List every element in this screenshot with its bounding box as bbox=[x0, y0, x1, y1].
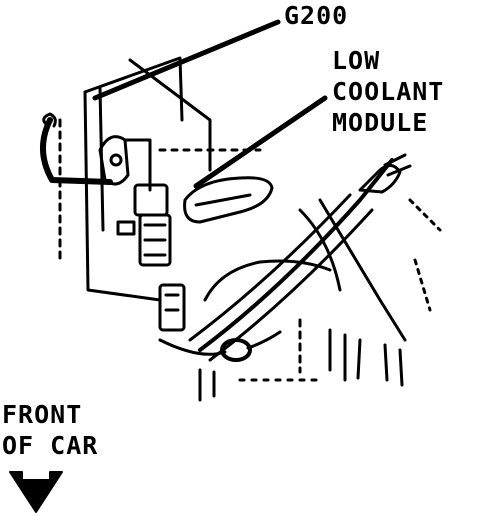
module-label-line-3: MODULE bbox=[332, 108, 429, 137]
front-label-line-1: FRONT bbox=[2, 400, 83, 429]
g200-leader-line bbox=[92, 19, 281, 101]
front-label-line-2: OF CAR bbox=[2, 431, 99, 460]
low-coolant-module bbox=[183, 176, 274, 224]
lower-brackets bbox=[198, 198, 442, 402]
front-of-car-label: FRONT OF CAR bbox=[2, 399, 98, 461]
module-label-line-1: LOW bbox=[332, 46, 381, 75]
module-label-line-2: COOLANT bbox=[332, 77, 445, 106]
g200-label: G200 bbox=[284, 0, 348, 31]
g200-ground-bracket bbox=[98, 135, 152, 192]
arrow-down-icon bbox=[9, 471, 63, 513]
g200-label-text: G200 bbox=[284, 1, 349, 30]
wiring-harness bbox=[158, 153, 412, 362]
module-leader-line bbox=[193, 95, 328, 189]
radiator-hose bbox=[39, 112, 113, 185]
wiring-connector bbox=[116, 183, 186, 332]
frame-outline bbox=[58, 56, 262, 302]
low-coolant-module-label: LOW COOLANT MODULE bbox=[332, 45, 444, 138]
